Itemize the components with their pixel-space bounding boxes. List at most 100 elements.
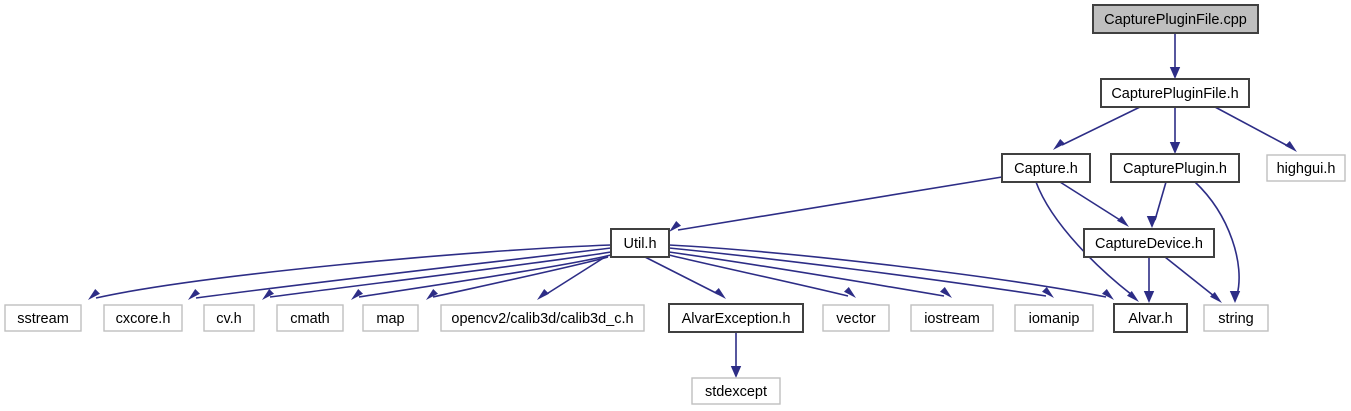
node-box (362, 304, 419, 332)
arrowhead-icon (1169, 67, 1181, 79)
arrowhead-icon (714, 288, 726, 299)
graph-node-capturepluginfile_cpp[interactable]: CapturePluginFile.cpp (1092, 4, 1259, 34)
node-box (1113, 303, 1188, 333)
arrowhead-icon (537, 289, 549, 300)
node-label: opencv2/calib3d/calib3d_c.h (451, 311, 633, 327)
node-box (822, 304, 890, 332)
node-label: string (1218, 311, 1253, 327)
arrowhead-icon (1210, 292, 1222, 303)
edge-util_h-to-opencv2_calib3d (544, 256, 606, 296)
node-box (1100, 78, 1250, 108)
graph-node-capture_h[interactable]: Capture.h (1001, 153, 1091, 183)
arrowhead-icon (351, 289, 363, 300)
arrowhead-icon (1102, 289, 1114, 300)
edge-util_h-to-vector (668, 254, 849, 297)
graph-node-vector[interactable]: vector (822, 304, 890, 332)
edge-util_h-to-sstream (95, 244, 612, 299)
graph-node-iomanip[interactable]: iomanip (1014, 304, 1094, 332)
node-box (203, 304, 255, 332)
node-box (1083, 228, 1215, 258)
node-box (610, 228, 670, 258)
node-box (910, 304, 994, 332)
graph-node-util_h[interactable]: Util.h (610, 228, 670, 258)
arrowhead-icon (844, 287, 856, 298)
node-label: cv.h (216, 311, 242, 327)
node-label: stdexcept (705, 384, 767, 400)
node-label: Capture.h (1014, 161, 1078, 177)
edge-util_h-to-cxcore_h (195, 247, 612, 299)
node-label: AlvarException.h (682, 311, 791, 327)
graph-node-sstream[interactable]: sstream (4, 304, 82, 332)
graph-node-capturepluginfile_h[interactable]: CapturePluginFile.h (1100, 78, 1250, 108)
arrowhead-icon (1042, 287, 1054, 298)
edge-capture_h-to-alvar_h (1035, 181, 1133, 296)
graph-node-alvar_h[interactable]: Alvar.h (1113, 303, 1188, 333)
node-label: cmath (290, 311, 330, 327)
node-box (1092, 4, 1259, 34)
arrowhead-icon (940, 287, 952, 298)
node-box (1203, 304, 1269, 332)
arrowhead-icon (1053, 139, 1065, 150)
arrowhead-icon (1285, 141, 1297, 152)
edge-util_h-to-alvar_h (668, 244, 1107, 298)
edge-util_h-to-iomanip (668, 247, 1047, 297)
graph-node-captureplugin_h[interactable]: CapturePlugin.h (1110, 153, 1240, 183)
arrowhead-icon (1117, 216, 1129, 227)
node-label: CapturePluginFile.cpp (1104, 12, 1247, 28)
edge-util_h-to-cv_h (269, 251, 612, 298)
edge-capturepluginfile_h-to-highgui_h (1214, 106, 1289, 147)
edge-util_h-to-map (432, 256, 609, 298)
graph-node-cv_h[interactable]: cv.h (203, 304, 255, 332)
graph-node-capturedevice_h[interactable]: CaptureDevice.h (1083, 228, 1215, 258)
edge-captureplugin_h-to-string (1194, 181, 1240, 296)
node-label: highgui.h (1277, 161, 1336, 177)
node-label: sstream (17, 311, 69, 327)
graph-node-map[interactable]: map (362, 304, 419, 332)
arrowhead-icon (1229, 291, 1241, 303)
node-label: vector (836, 311, 876, 327)
edge-util_h-to-iostream (668, 251, 945, 297)
graph-node-iostream[interactable]: iostream (910, 304, 994, 332)
node-label: CaptureDevice.h (1095, 236, 1203, 252)
node-box (691, 377, 781, 405)
arrowhead-icon (1146, 216, 1158, 228)
graph-node-highgui_h[interactable]: highgui.h (1266, 154, 1346, 182)
arrowhead-icon (426, 289, 438, 300)
edge-capture_h-to-util_h (677, 176, 1003, 231)
edge-capturepluginfile_h-to-capture_h (1061, 106, 1141, 146)
node-box (1014, 304, 1094, 332)
node-box (668, 303, 804, 333)
node-label: CapturePluginFile.h (1111, 86, 1238, 102)
edge-capturedevice_h-to-string (1164, 256, 1215, 297)
arrowhead-icon (1143, 291, 1155, 303)
graph-node-opencv2_calib3d[interactable]: opencv2/calib3d/calib3d_c.h (440, 304, 645, 332)
graph-node-string[interactable]: string (1203, 304, 1269, 332)
graph-edges (88, 33, 1297, 378)
arrowhead-icon (188, 289, 200, 300)
edge-util_h-to-alvarexception_h (644, 256, 719, 295)
node-label: map (376, 311, 404, 327)
node-box (1266, 154, 1346, 182)
node-box (4, 304, 82, 332)
graph-node-cmath[interactable]: cmath (276, 304, 344, 332)
node-label: Util.h (623, 236, 656, 252)
graph-nodes: CapturePluginFile.cppCapturePluginFile.h… (4, 4, 1346, 405)
node-box (1110, 153, 1240, 183)
graph-node-stdexcept[interactable]: stdexcept (691, 377, 781, 405)
edge-util_h-to-cmath (358, 254, 612, 298)
node-label: iomanip (1029, 311, 1080, 327)
node-label: cxcore.h (116, 311, 171, 327)
arrowhead-icon (88, 289, 100, 300)
edge-captureplugin_h-to-capturedevice_h (1154, 181, 1167, 221)
graph-node-alvarexception_h[interactable]: AlvarException.h (668, 303, 804, 333)
graph-node-cxcore_h[interactable]: cxcore.h (103, 304, 183, 332)
arrowhead-icon (669, 221, 681, 232)
arrowhead-icon (1127, 291, 1139, 302)
node-label: CapturePlugin.h (1123, 161, 1227, 177)
arrowhead-icon (1169, 142, 1181, 154)
node-box (440, 304, 645, 332)
node-label: iostream (924, 311, 980, 327)
edge-capture_h-to-capturedevice_h (1059, 181, 1121, 221)
